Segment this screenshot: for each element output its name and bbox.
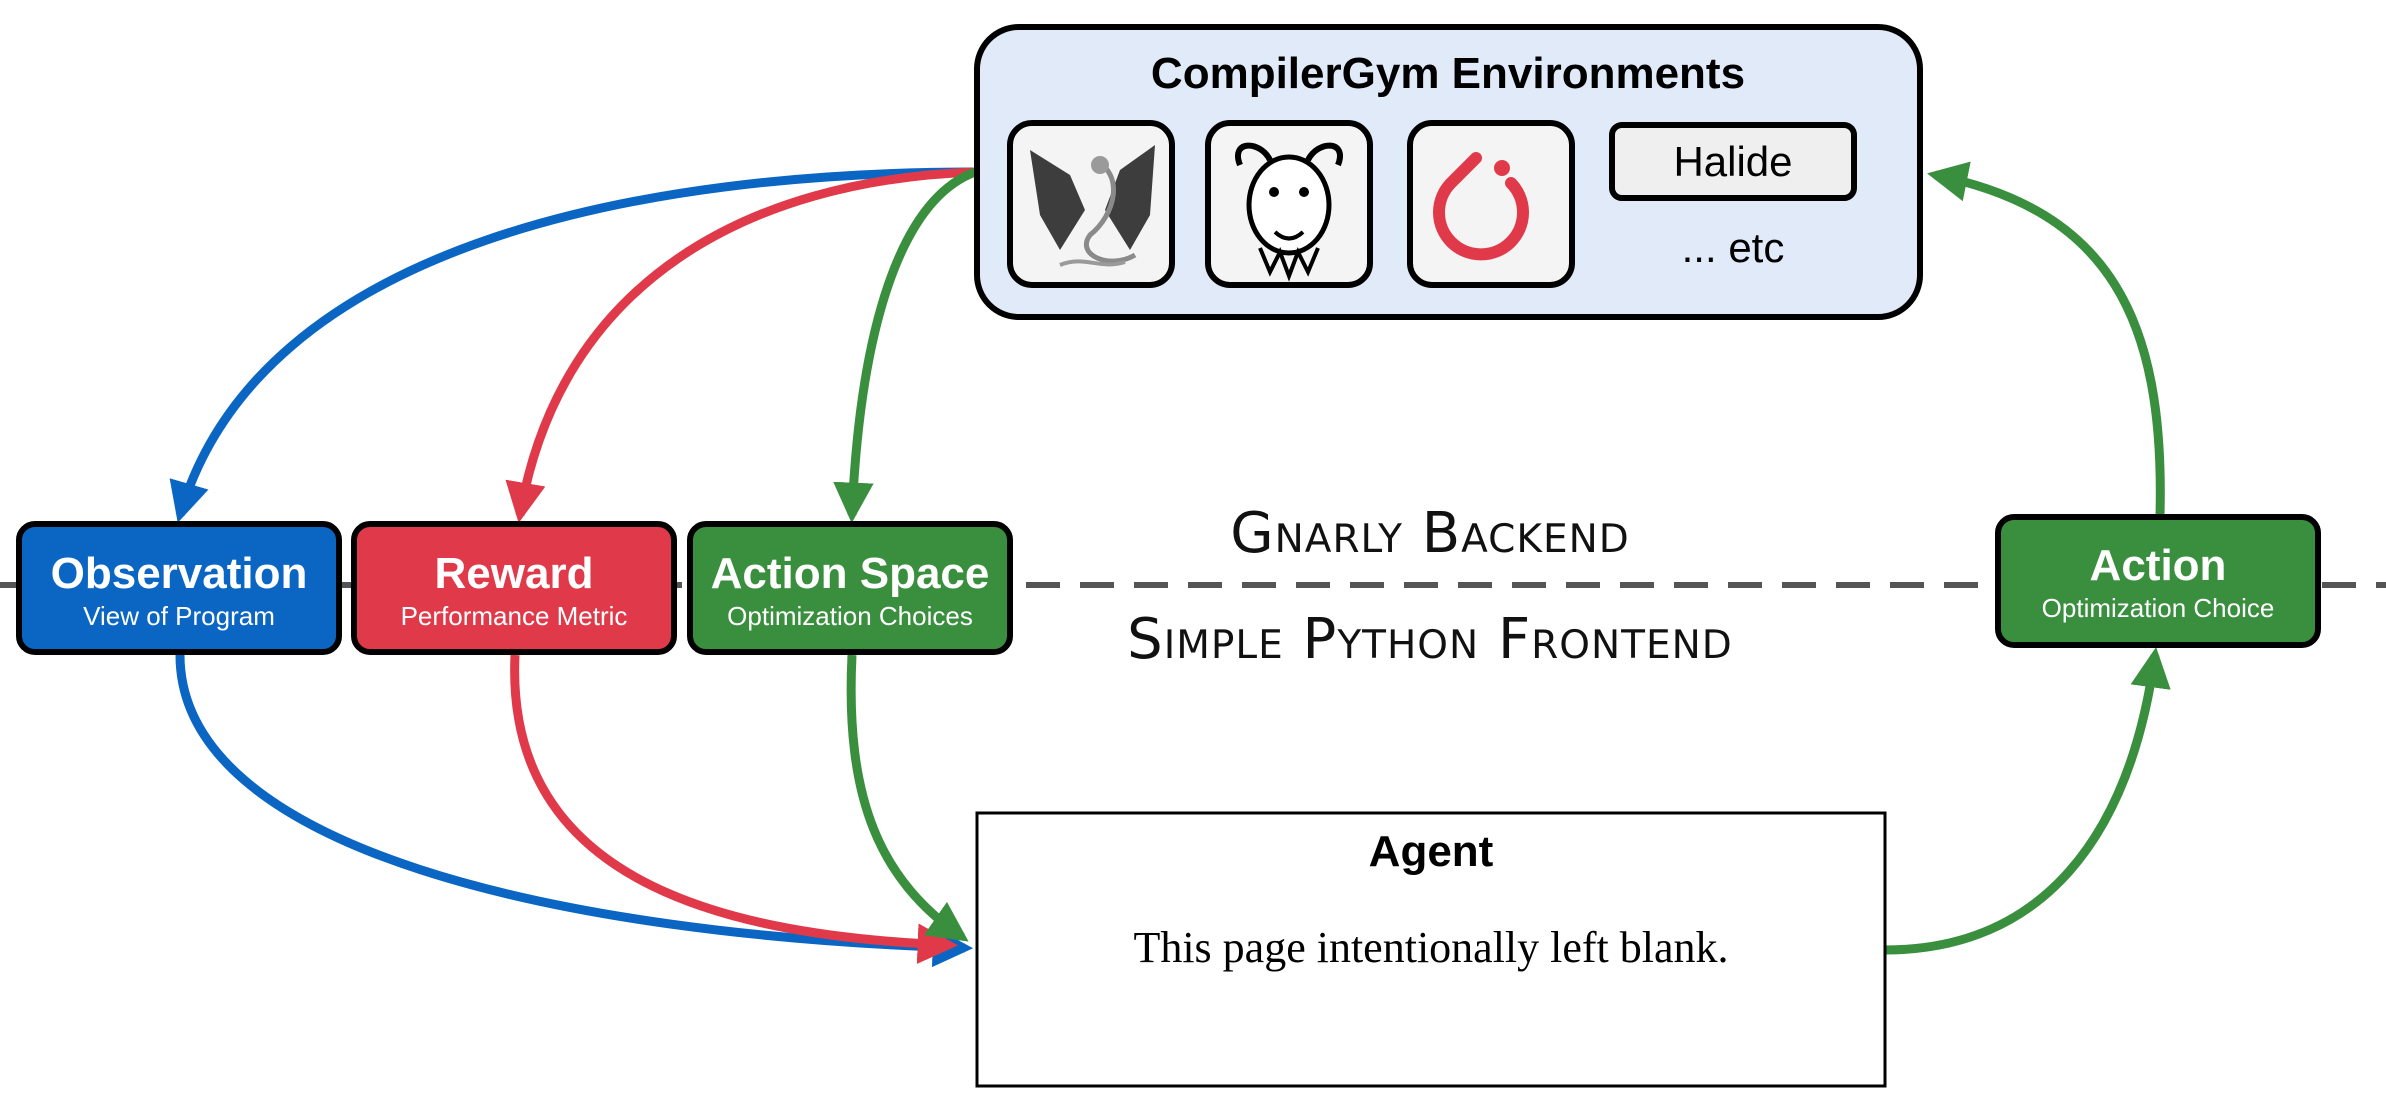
reward-subtitle: Performance Metric [401,601,628,631]
agent-body-text: This page intentionally left blank. [1133,923,1728,972]
action-space-subtitle: Optimization Choices [727,601,973,631]
gnarly-backend-label: Gnarly Backend [1230,501,1630,566]
action-subtitle: Optimization Choice [2042,593,2275,623]
observation-box: Observation View of Program [16,521,342,655]
environments-title: CompilerGym Environments [1151,49,1745,98]
compilergym-environments-panel: CompilerGym Environments [974,24,1923,320]
action-title: Action [2090,541,2227,590]
reward-arrow-down [505,167,976,523]
agent-to-action-arrow [1884,646,2171,955]
halide-label: Halide [1673,138,1792,185]
action-space-arrow-down [833,167,977,524]
llvm-dragon-icon [1007,120,1175,288]
action-space-title: Action Space [711,549,990,598]
observation-title: Observation [51,549,308,598]
action-box: Action Optimization Choice [1995,514,2321,648]
observation-to-agent-arrow [175,654,974,968]
pytorch-icon [1407,120,1575,288]
gnu-gcc-icon [1205,120,1373,288]
simple-python-frontend-label: Simple Python Frontend [1127,607,1733,672]
action-space-to-agent-arrow [846,654,969,942]
observation-subtitle: View of Program [83,601,275,631]
reward-to-agent-arrow [510,654,959,964]
action-to-environments-arrow [1927,161,2165,516]
halide-box [1609,122,1857,201]
agent-box: Agent This page intentionally left blank… [975,811,1887,1088]
etc-label: ... etc [1682,224,1785,271]
reward-box: Reward Performance Metric [351,521,677,655]
action-space-box: Action Space Optimization Choices [687,521,1013,655]
reward-title: Reward [435,549,594,598]
agent-title: Agent [1369,827,1494,876]
observation-arrow-down [169,167,976,523]
